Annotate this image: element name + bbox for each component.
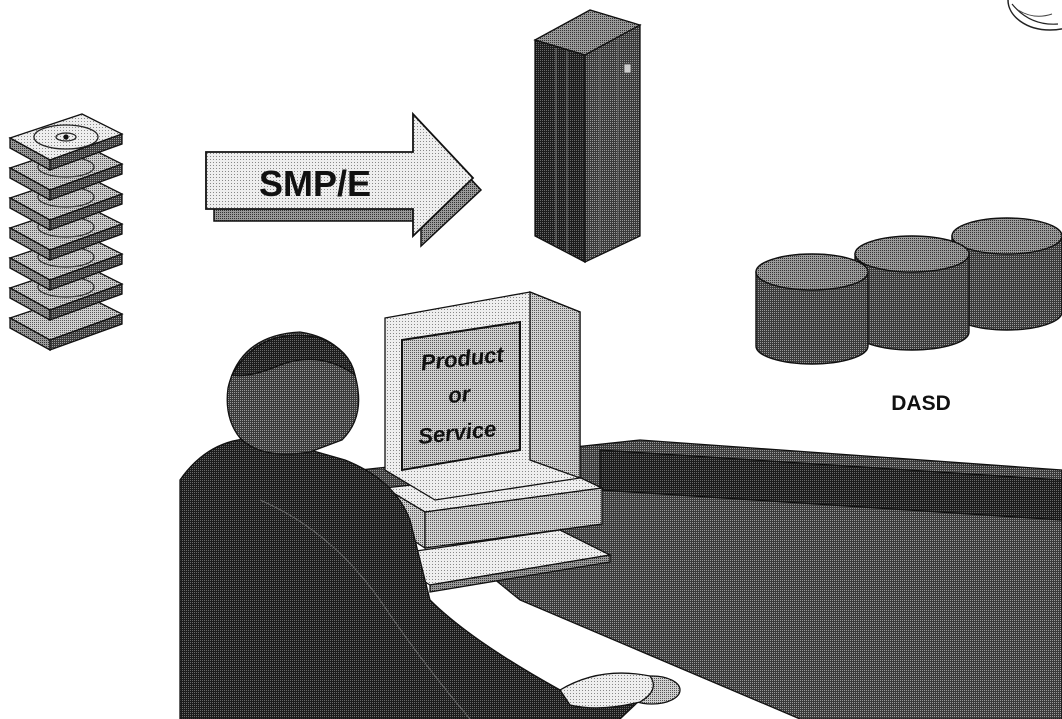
disk-storage-cylinders-icon: DASD — [755, 217, 1062, 415]
monitor-line-or: or — [447, 381, 473, 408]
person-at-workstation-icon — [179, 291, 1062, 719]
arrow-label: SMP/E — [259, 163, 371, 204]
logo-seal-icon — [1007, 0, 1062, 31]
mainframe-server-icon — [533, 9, 642, 264]
dasd-label: DASD — [891, 392, 951, 415]
tape-cartridge-stack-icon — [8, 113, 124, 352]
person-body — [179, 437, 641, 719]
smpe-arrow: SMP/E — [205, 111, 483, 248]
monitor-screen — [401, 320, 521, 472]
